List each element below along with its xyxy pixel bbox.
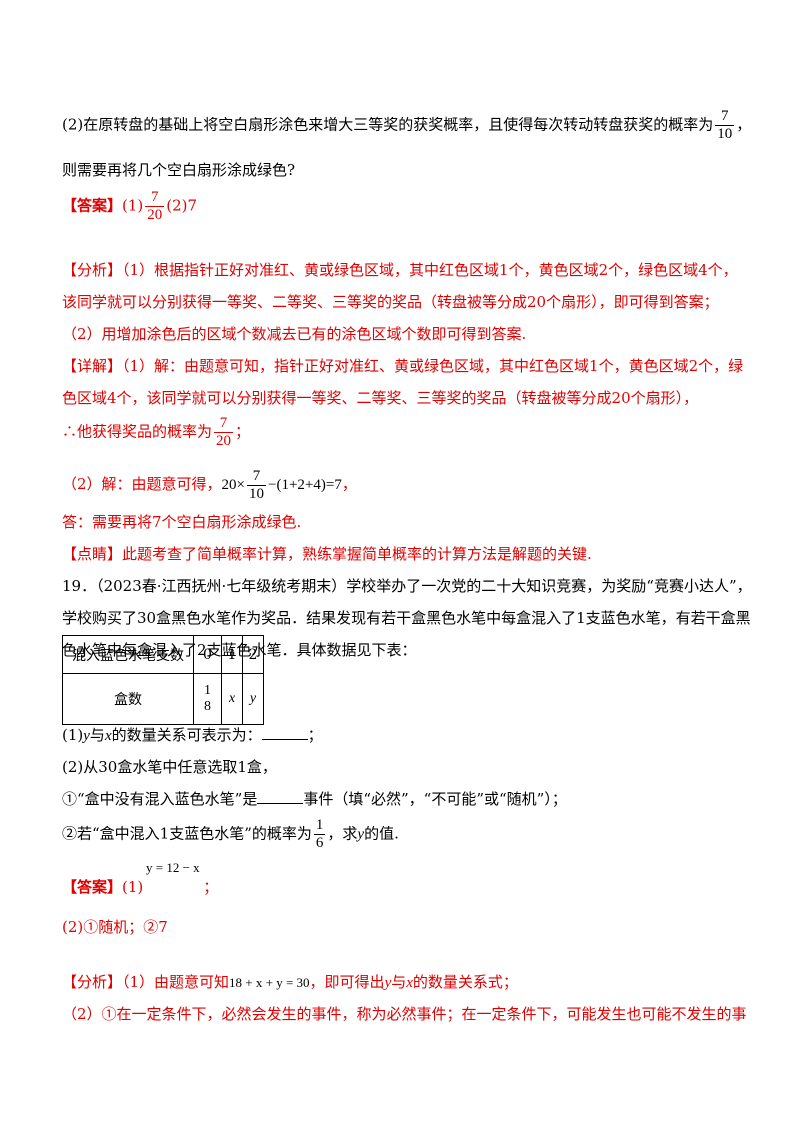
answer-label: 【答案】 <box>62 196 123 215</box>
q19-part-1: (1)y与x的数量关系可表示为：； <box>62 725 323 744</box>
answer-2-line-2: (2)①随机；②7 <box>62 918 168 936</box>
tip-line: 【点睛】此题考查了简单概率计算，熟练掌握简单概率的计算方法是解题的关键. <box>62 545 592 563</box>
q19-part-2: (2)从30盒水笔中任意选取1盒， <box>62 758 277 776</box>
answer-2-line-1: 【答案】(1)； <box>62 878 219 896</box>
analysis-1-line-2: 该同学就可以分别获得一等奖、二等奖、三等奖的奖品（转盘被等分成20个扇形），即可… <box>62 293 719 311</box>
answer-blank[interactable] <box>261 725 308 740</box>
question-19-line-1: 19．（2023春·江西抚州·七年级统考期末）学校举办了一次党的二十大知识竞赛，… <box>62 577 752 595</box>
analysis-1-line-3: （2）用增加涂色后的区域个数减去已有的涂色区域个数即可得到答案. <box>62 325 527 343</box>
equation: 18 + x + y = 30 <box>229 975 310 990</box>
question-19-line-2: 学校购买了30盒黑色水笔作为奖品．结果发现有若干盒黑色水笔中每盒混入了1支蓝色水… <box>62 609 751 627</box>
detail-1-line-2: 色区域4个，该同学就可以分别获得一等奖、二等奖、三等奖的奖品（转盘被等分成20个… <box>62 389 699 407</box>
detail-1-line-1: 【详解】（1）解：由题意可知，指针正好对准红、黄或绿色区域，其中红色区域1个，黄… <box>62 357 744 375</box>
table-row: 混入蓝色水笔支数 0 1 2 <box>62 635 264 674</box>
answer-2-equation: y = 12 − x <box>146 860 200 875</box>
question-2-line-1: (2)在原转盘的基础上将空白扇形涂色来增大三等奖的获奖概率，且使得每次转动转盘获… <box>62 108 752 142</box>
answer-blank[interactable] <box>257 789 304 804</box>
answer-label: 【答案】 <box>62 878 123 896</box>
detail-1-line-5: 答：需要再将7个空白扇形涂成绿色. <box>62 513 302 531</box>
q2-text: (2)在原转盘的基础上将空白扇形涂色来增大三等奖的获奖概率，且使得每次转动转盘获… <box>62 115 714 134</box>
analysis-1-line-1: 【分析】（1）根据指针正好对准红、黄或绿色区域，其中红色区域1个，黄色区域2个，… <box>62 261 738 279</box>
analysis-2-line-1: 【分析】（1）由题意可知18 + x + y = 30，即可得出y与x的数量关系… <box>62 973 518 991</box>
analysis-2-line-2: （2）①在一定条件下，必然会发生的事件，称为必然事件；在一定条件下，可能发生也可… <box>62 1005 747 1023</box>
q19-part-2-1: ①“盒中没有混入蓝色水笔”是事件（填“必然”，“不可能”或“随机”）； <box>62 789 567 808</box>
question-2-line-2: 则需要再将几个空白扇形涂成绿色? <box>62 161 296 179</box>
